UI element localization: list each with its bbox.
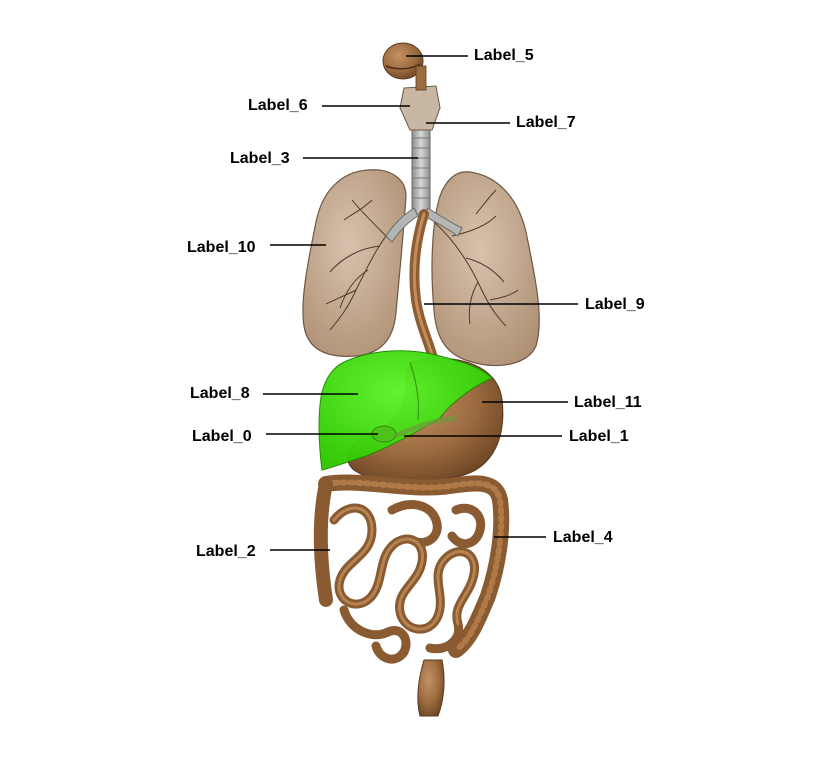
pharynx <box>382 42 424 80</box>
label-8: Label_8 <box>190 385 250 402</box>
label-5: Label_5 <box>474 47 534 64</box>
liver <box>318 350 493 471</box>
leader-lines <box>263 55 578 551</box>
label-7: Label_7 <box>516 114 576 131</box>
rectum <box>417 659 445 717</box>
label-2: Label_2 <box>196 543 256 560</box>
label-11: Label_11 <box>574 394 642 411</box>
main-bronchi <box>385 207 463 243</box>
label-1: Label_1 <box>569 428 629 445</box>
right-lung <box>302 169 407 357</box>
label-6: Label_6 <box>248 97 308 114</box>
larynx <box>399 85 441 131</box>
trachea <box>411 125 431 215</box>
bronchial-tree <box>325 189 519 331</box>
label-3: Label_3 <box>230 150 290 167</box>
small-intestine <box>329 500 486 664</box>
label-0: Label_0 <box>192 428 252 445</box>
label-4: Label_4 <box>553 529 613 546</box>
left-lung <box>431 171 540 367</box>
label-9: Label_9 <box>585 296 645 313</box>
duodenum <box>394 415 457 439</box>
label-10: Label_10 <box>187 239 256 256</box>
